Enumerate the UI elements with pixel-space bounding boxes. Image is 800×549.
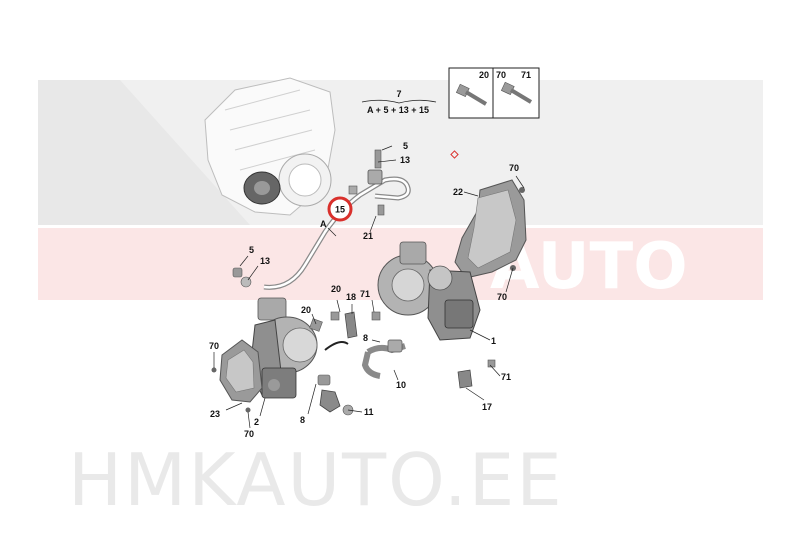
bolt-table: 20 70 71	[448, 67, 540, 119]
bolt-table-header-71: 71	[521, 70, 531, 80]
callout-5[interactable]: 5	[249, 245, 254, 255]
callout-a[interactable]: A	[320, 219, 327, 229]
small-marker	[450, 150, 459, 159]
oil-feed-pipe	[263, 149, 411, 290]
turbocharger-right	[377, 241, 481, 341]
callout-labels: 5 13 70 22 A 21 5 13 20 18 71 70 20 8 1 …	[209, 141, 519, 439]
callout-8[interactable]: 8	[363, 333, 368, 343]
bolt-table-header-20: 20	[479, 70, 489, 80]
formula-bottom: A + 5 + 13 + 15	[367, 105, 429, 115]
callout-23[interactable]: 23	[210, 409, 220, 419]
callout-70[interactable]: 70	[509, 163, 519, 173]
watermark-brand-text: HMKAUTO.EE	[68, 438, 564, 522]
callout-71[interactable]: 71	[501, 372, 511, 382]
formula-top: 7	[396, 89, 401, 99]
callout-10[interactable]: 10	[396, 380, 406, 390]
oil-return-pipe	[361, 339, 406, 379]
callout-71[interactable]: 71	[360, 289, 370, 299]
callout-8[interactable]: 8	[300, 415, 305, 425]
small-fittings-right	[371, 311, 496, 389]
assembly-formula: 7 A + 5 + 13 + 15	[361, 89, 437, 115]
bolt-icon	[500, 81, 533, 104]
engine-block-illustration	[204, 77, 336, 216]
callout-13[interactable]: 13	[400, 155, 410, 165]
highlight-callout-15[interactable]: 15	[327, 196, 353, 222]
callout-20[interactable]: 20	[331, 284, 341, 294]
bolt-icon	[455, 83, 488, 106]
bolt-table-header-70: 70	[496, 70, 506, 80]
callout-20[interactable]: 20	[301, 305, 311, 315]
leader-lines	[213, 145, 525, 429]
callout-70[interactable]: 70	[244, 429, 254, 439]
callout-13[interactable]: 13	[260, 256, 270, 266]
drain-fitting	[317, 374, 354, 416]
heat-shield-lower	[211, 339, 263, 413]
callout-11[interactable]: 11	[364, 407, 374, 417]
turbocharger-left	[249, 297, 318, 399]
callout-5[interactable]: 5	[403, 141, 408, 151]
callout-22[interactable]: 22	[453, 187, 463, 197]
callout-21[interactable]: 21	[363, 231, 373, 241]
callout-17[interactable]: 17	[482, 402, 492, 412]
heat-shield-upper	[454, 179, 527, 279]
highlight-callout-15-label: 15	[335, 205, 345, 215]
callout-1[interactable]: 1	[491, 336, 496, 346]
callout-70[interactable]: 70	[209, 341, 219, 351]
callout-2[interactable]: 2	[254, 417, 259, 427]
callout-18[interactable]: 18	[346, 292, 356, 302]
callout-70[interactable]: 70	[497, 292, 507, 302]
